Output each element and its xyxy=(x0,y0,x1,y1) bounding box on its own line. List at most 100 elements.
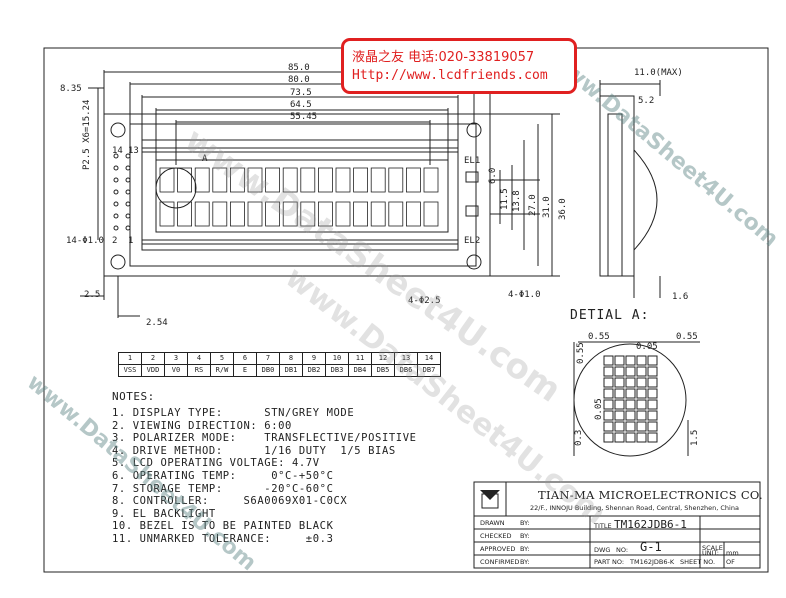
pin-name-cell: V0 xyxy=(164,364,188,377)
detail-dot xyxy=(636,432,647,443)
detail-dot xyxy=(614,355,625,366)
company-name: TIAN-MA MICROELECTRONICS CO. xyxy=(538,488,763,502)
dim-80: 80.0 xyxy=(288,75,310,85)
dim-2-54: 2.54 xyxy=(146,318,168,328)
detail-dot xyxy=(636,388,647,399)
lcd-char-cell xyxy=(265,201,281,227)
detail-dot xyxy=(636,377,647,388)
sheet-value: OF xyxy=(726,558,735,566)
company-address: 22/F., INNOJU Building, Shennan Road, Ce… xyxy=(530,504,739,512)
detail-title: DETIAL A: xyxy=(570,308,650,323)
dwg-label: DWG xyxy=(594,546,611,554)
note-item: 6. OPERATING TEMP: 0°C-+50°C xyxy=(112,469,334,482)
detail-dim-0-55: 0.55 xyxy=(588,332,610,342)
detail-dot xyxy=(614,366,625,377)
dim-2-5: 2.5 xyxy=(84,290,101,300)
lcd-char-cell xyxy=(317,201,333,227)
lcd-char-cell xyxy=(282,167,298,193)
title-value: TM162JDB6-1 xyxy=(614,518,687,531)
note-item: 2. VIEWING DIRECTION: 6:00 xyxy=(112,419,292,432)
lcd-char-cell xyxy=(247,201,263,227)
detail-dot xyxy=(625,421,636,432)
dim-holes: 14-Φ1.0 xyxy=(66,236,104,246)
note-item: 1. DISPLAY TYPE: STN/GREY MODE xyxy=(112,407,355,419)
pin-number-cell: 7 xyxy=(256,352,280,365)
detail-dot xyxy=(636,399,647,410)
scale-label: SCALE xyxy=(702,544,723,552)
lcd-char-cell xyxy=(335,201,351,227)
detail-dot xyxy=(647,399,658,410)
approved-by: BY: xyxy=(520,545,530,553)
lcd-char-cell xyxy=(229,167,245,193)
detail-dot xyxy=(603,366,614,377)
detail-dim-0-05-b: 0.05 xyxy=(594,398,604,420)
no-label: NO: xyxy=(616,546,629,554)
pin-name-cell: DB7 xyxy=(417,364,441,377)
pin-number-cell: 3 xyxy=(164,352,188,365)
lcd-char-cell xyxy=(353,201,369,227)
pin-label-1: 1 xyxy=(128,236,134,246)
pin-name-cell: DB4 xyxy=(348,364,372,377)
pin-label-14: 14 xyxy=(112,146,123,156)
detail-dot xyxy=(625,377,636,388)
detail-dot xyxy=(636,410,647,421)
pin-name-cell: DB3 xyxy=(325,364,349,377)
dim-64-5: 64.5 xyxy=(290,100,312,110)
detail-dot xyxy=(636,355,647,366)
pin-number-cell: 9 xyxy=(302,352,326,365)
lcd-char-cell xyxy=(388,167,404,193)
dim-73-5: 73.5 xyxy=(290,88,312,98)
note-item: 10. BEZEL IS TO BE PAINTED BLACK xyxy=(112,520,334,533)
dim-1-6: 1.6 xyxy=(672,292,689,302)
lcd-char-cell xyxy=(247,167,263,193)
lcd-character-cells xyxy=(159,167,439,227)
dim-36: 36.0 xyxy=(558,198,568,220)
checked-label: CHECKED xyxy=(480,532,512,540)
pin-header xyxy=(113,153,131,231)
bezel-outline xyxy=(129,123,477,267)
detail-dot xyxy=(625,432,636,443)
confirmed-label: CONFIRMED xyxy=(480,558,520,566)
notes-title: NOTES: xyxy=(112,390,155,403)
el2-label: EL2 xyxy=(464,236,481,246)
dim-11-5: 11.5 xyxy=(500,188,510,210)
lcd-char-cell xyxy=(423,167,439,193)
detail-dot xyxy=(614,377,625,388)
part-label: PART NO: xyxy=(594,558,625,566)
checked-by: BY: xyxy=(520,532,530,540)
website-stamp: 液晶之友 电话:020-33819057 Http://www.lcdfrien… xyxy=(341,38,577,94)
note-item: 9. EL BACKLIGHT xyxy=(112,507,216,520)
part-value: TM162JDB6-K xyxy=(630,558,675,566)
mount-hole xyxy=(110,122,126,138)
detail-dot xyxy=(603,388,614,399)
lcd-char-cell xyxy=(159,167,175,193)
note-item: 3. POLARIZER MODE: TRANSFLECTIVE/POSITIV… xyxy=(112,432,417,445)
lcd-char-cell xyxy=(194,201,210,227)
pin-label-2: 2 xyxy=(112,236,118,246)
lcd-char-cell xyxy=(212,167,228,193)
detail-dim-1-5: 1.5 xyxy=(690,429,700,446)
detail-dot xyxy=(603,377,614,388)
pcb-outline xyxy=(103,113,491,277)
mount-hole xyxy=(466,254,482,270)
pin-name-cell: DB0 xyxy=(256,364,280,377)
detail-dot xyxy=(614,399,625,410)
stamp-url-link[interactable]: Http://www.lcdfriends.com xyxy=(352,68,548,83)
unit-value: mm xyxy=(726,549,739,557)
note-item: 4. DRIVE METHOD: 1/16 DUTY 1/5 BIAS xyxy=(112,444,396,457)
dim-4-holes-1: 4-Φ1.0 xyxy=(508,290,541,300)
detail-dot xyxy=(647,410,658,421)
lcd-char-cell xyxy=(370,167,386,193)
lcd-char-cell xyxy=(423,201,439,227)
approved-label: APPROVED xyxy=(480,545,516,553)
unit-label: UNIT: xyxy=(702,549,719,557)
detail-dot xyxy=(647,377,658,388)
detail-dot xyxy=(625,399,636,410)
pin-number-cell: 10 xyxy=(325,352,349,365)
detail-label-a: A xyxy=(202,154,208,164)
pin-name-cell: DB2 xyxy=(302,364,326,377)
lcd-char-cell xyxy=(212,201,228,227)
